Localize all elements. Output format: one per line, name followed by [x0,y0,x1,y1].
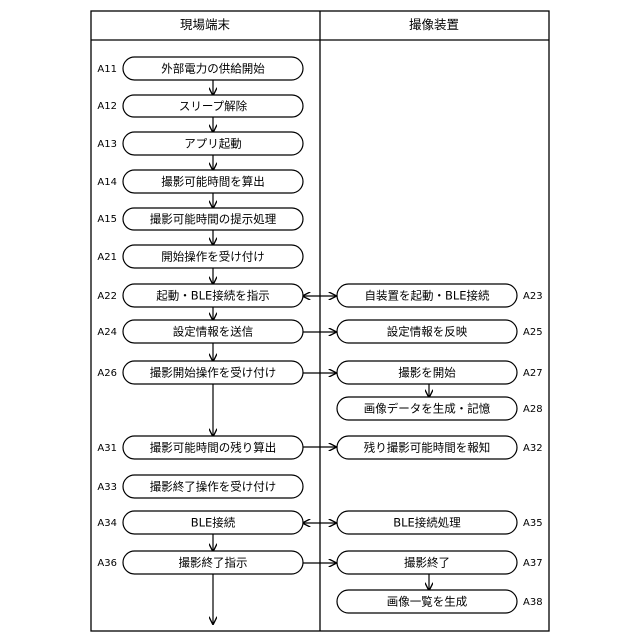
text-a35: BLE接続処理 [393,516,461,530]
text-a21: 開始操作を受け付け [161,250,265,264]
text-a38: 画像一覧を生成 [387,595,468,609]
label-a25: A25 [523,327,543,338]
label-a35: A35 [523,518,543,529]
label-a11: A11 [97,64,117,75]
label-a32: A32 [523,443,543,454]
label-a36: A36 [97,558,117,569]
text-a14: 撮影可能時間を算出 [161,175,265,189]
label-a33: A33 [97,482,117,493]
label-a27: A27 [523,368,543,379]
text-a22: 起動・BLE接続を指示 [156,289,270,303]
text-a31: 撮影可能時間の残り算出 [150,441,277,455]
label-a14: A14 [97,177,117,188]
text-a36: 撮影終了指示 [179,556,248,570]
label-a37: A37 [523,558,543,569]
text-a37: 撮影終了 [404,556,450,570]
label-a26: A26 [97,368,117,379]
text-a12: スリープ解除 [179,99,248,113]
text-a11: 外部電力の供給開始 [161,62,265,76]
label-a38: A38 [523,597,543,608]
text-a15: 撮影可能時間の提示処理 [150,212,277,226]
text-a32: 残り撮影可能時間を報知 [364,441,491,455]
text-a24: 設定情報を送信 [173,325,254,339]
label-a12: A12 [97,101,117,112]
text-a23: 自装置を起動・BLE接続 [364,289,490,303]
text-a34: BLE接続 [191,516,236,530]
label-a15: A15 [97,214,117,225]
text-a25: 設定情報を反映 [387,325,468,339]
label-a24: A24 [97,327,117,338]
label-a21: A21 [97,252,117,263]
text-a27: 撮影を開始 [398,366,456,380]
text-a13: アプリ起動 [184,137,242,151]
text-a26: 撮影開始操作を受け付け [150,366,277,380]
label-a13: A13 [97,139,117,150]
text-a33: 撮影終了操作を受け付け [150,480,277,494]
label-a22: A22 [97,291,117,302]
label-a28: A28 [523,404,543,415]
text-a28: 画像データを生成・記憶 [364,402,491,416]
label-a23: A23 [523,291,543,302]
lane-header-right: 撮像装置 [409,17,459,32]
lane-header-left: 現場端末 [180,17,231,32]
label-a31: A31 [97,443,117,454]
label-a34: A34 [97,518,117,529]
